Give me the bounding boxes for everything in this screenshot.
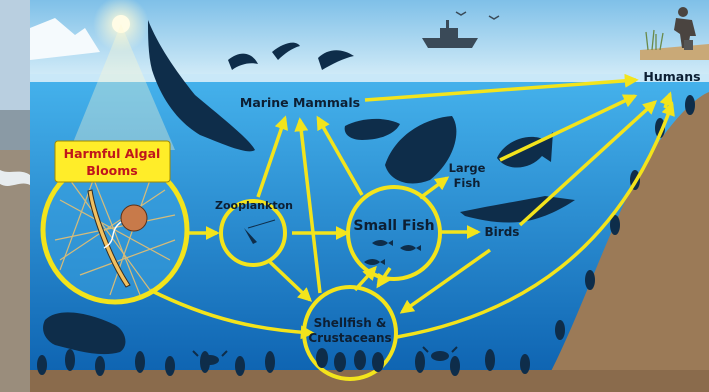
shellfish-label-line1: Shellfish & [314, 316, 387, 330]
hab-title-line2: Blooms [86, 163, 137, 178]
hab-title-box: Harmful Algal Blooms [55, 141, 170, 182]
beach-strip [0, 0, 30, 392]
large-fish-label-line1: Large [449, 161, 486, 175]
small-fish-label: Small Fish [353, 218, 434, 234]
birds-label: Birds [485, 225, 520, 239]
marine-mammals-label: Marine Mammals [240, 95, 360, 110]
large-fish-label-line2: Fish [454, 176, 481, 190]
shellfish-label-line2: Crustaceans [308, 331, 391, 345]
hab-title-line1: Harmful Algal [64, 146, 161, 161]
humans-label: Humans [643, 69, 700, 84]
zooplankton-label: Zooplankton [215, 199, 293, 212]
dinoflagellate-icon [121, 205, 147, 231]
